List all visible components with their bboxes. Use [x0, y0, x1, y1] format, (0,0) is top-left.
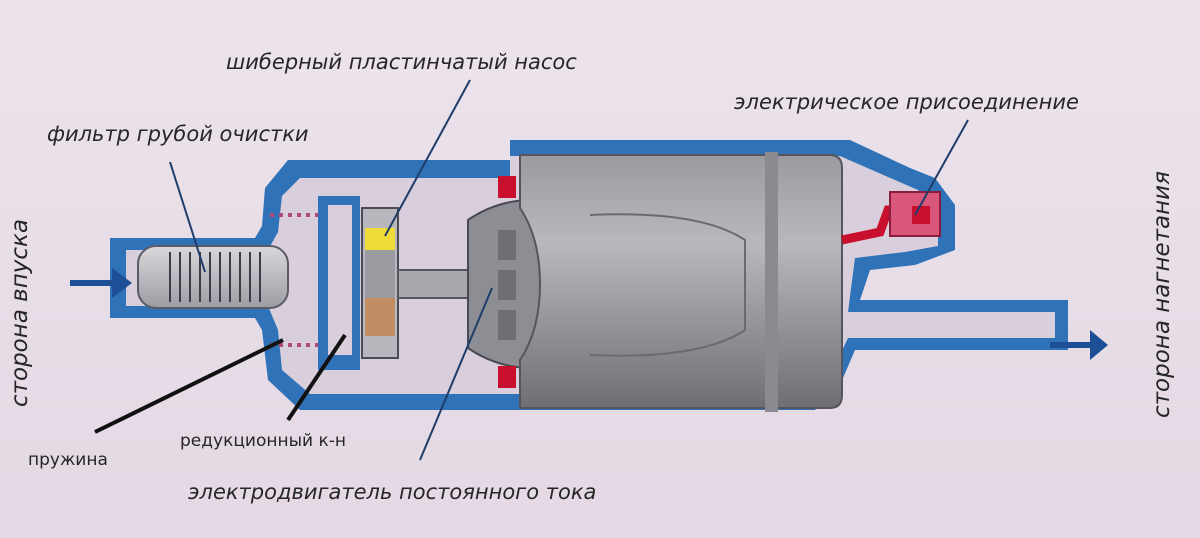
- leader-lines-black: [94, 333, 347, 434]
- label-intake-side: сторона впуска: [7, 218, 33, 408]
- coarse-filter: [137, 245, 289, 309]
- label-electrical-connection: электрическое присоединение: [734, 90, 1079, 114]
- leader-spring: [94, 338, 284, 434]
- leader-lines: [169, 79, 969, 461]
- discharge-flow-arrow: [1050, 330, 1108, 360]
- leader-electrical-connection: [914, 119, 969, 216]
- reduction-valve: [318, 196, 360, 370]
- label-reduction-valve: редукционный к-н: [180, 431, 346, 451]
- vane-pump: [361, 207, 399, 359]
- label-discharge-side: сторона нагнетания: [1149, 171, 1175, 418]
- motor-brushes: [498, 176, 516, 388]
- label-spring: пружина: [28, 450, 108, 470]
- leader-coarse-filter: [169, 161, 206, 273]
- leader-vane-pump: [384, 79, 471, 237]
- dc-motor: [519, 152, 843, 412]
- leader-dc-motor: [419, 287, 493, 461]
- label-coarse-filter: фильтр грубой очистки: [47, 122, 309, 146]
- label-dc-motor: электродвигатель постоянного тока: [188, 480, 597, 504]
- motor-shaft: [397, 269, 469, 299]
- intake-flow-arrow: [70, 268, 132, 298]
- leader-reduction-valve: [286, 333, 347, 422]
- label-vane-pump: шиберный пластинчатый насос: [226, 50, 577, 74]
- motor-armature: [467, 198, 541, 370]
